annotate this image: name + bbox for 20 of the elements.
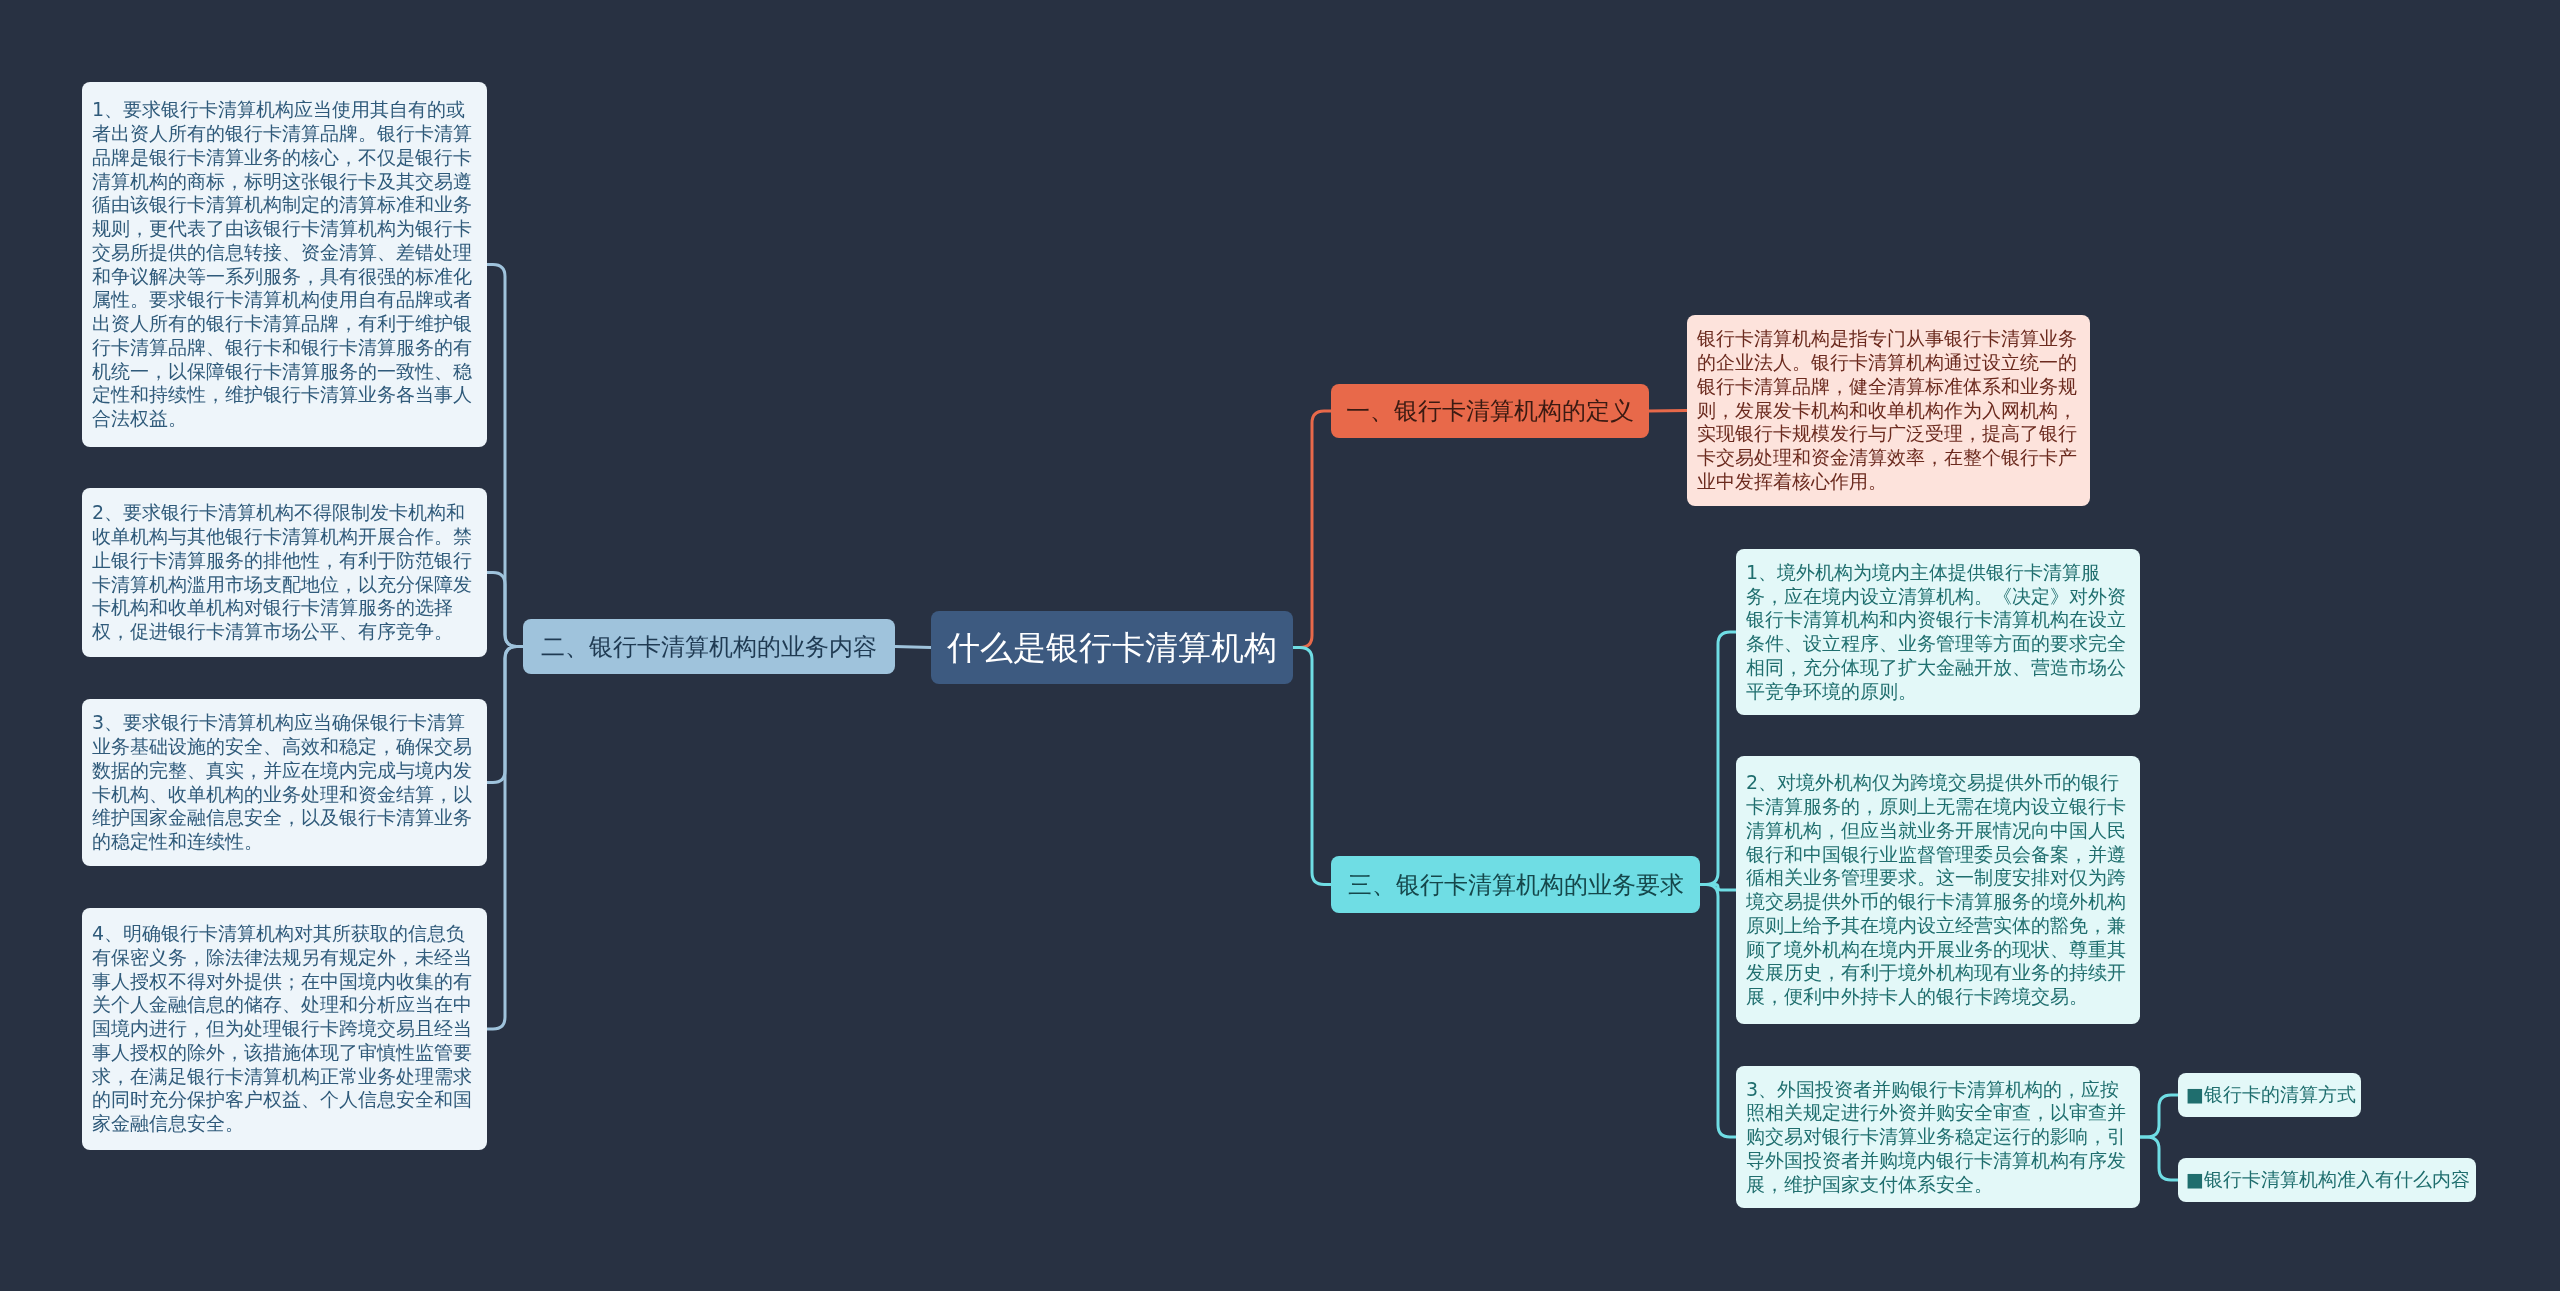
connector-line [894, 645, 932, 649]
detail-text-box: 1、要求银行卡清算机构应当使用其自有的或者出资人所有的银行卡清算品牌。银行卡清算品牌是银行卡清算业务的核心，不仅是银行卡清算机构的商标，标明这张银行卡及其交易遵循由该银行卡清算机构制定的清算标准和业务规则，更代表了由该银行卡清算机构为银行卡交易所提供的信息转接、资金清算、差错处理和争议解决等一系列服务，具有很强的标准化属性。要求银行卡清算机构使用自有品牌或者出资人所有的银行卡清算品牌，有利于维护银行卡清算品牌、银行卡和银行卡清算服务的有机统一，以保障银行卡清算服务的一致性、稳定性和持续性，维护银行卡清算业务各当事人合法权益。 [82, 82, 487, 447]
connector-line [1648, 409, 1688, 413]
detail-text-box: 2、对境外机构仅为跨境交易提供外币的银行卡清算服务的，原则上无需在境内设立银行卡清算机构，但应当就业务开展情况向中国人民银行和中国银行业监督管理委员会备案，并遵循相关业务管理要求。这一制度安排对仅为跨境交易提供外币的银行卡清算服务的境外机构原则上给予其在境内设立经营实体的豁免，兼顾了境外机构在境内开展业务的现状、尊重其发展历史，有利于境外机构现有业务的持续开展，便利中外持卡人的银行卡跨境交易。 [1736, 756, 2140, 1024]
detail-text-box: 3、要求银行卡清算机构应当确保银行卡清算业务基础设施的安全、高效和稳定，确保交易数据的完整、真实，并应在境内完成与境内发卡机构、收单机构的业务处理和资金结算，以维护国家金融信息安全，以及银行卡清算业务的稳定性和连续性。 [82, 699, 487, 866]
connector-line [2140, 1135, 2178, 1182]
central-topic-box: 什么是银行卡清算机构 [931, 611, 1293, 684]
branch-topic-box: 三、银行卡清算机构的业务要求 [1331, 856, 1700, 913]
detail-text-box: 银行卡清算机构是指专门从事银行卡清算业务的企业法人。银行卡清算机构通过设立统一的银行卡清算品牌，健全清算标准体系和业务规则，发展发卡机构和收单机构作为入网机构，实现银行卡规模发行与广泛受理，提高了银行卡交易处理和资金清算效率，在整个银行卡产业中发挥着核心作用。 [1687, 315, 2090, 506]
detail-text-box: 4、明确银行卡清算机构对其所获取的信息负有保密义务，除法律法规另有规定外，未经当事人授权不得对外提供；在中国境内收集的有关个人金融信息的储存、处理和分析应当在中国境内进行，但为处理银行卡跨境交易且经当事人授权的除外，该措施体现了审慎性监管要求，在满足银行卡清算机构正常业务处理需求的同时充分保护客户权益、个人信息安全和国家金融信息安全。 [82, 908, 487, 1150]
detail-text-box: 1、境外机构为境内主体提供银行卡清算服务，应在境内设立清算机构。《决定》对外资银行卡清算机构和内资银行卡清算机构在设立条件、设立程序、业务管理等方面的要求完全相同，充分体现了扩大金融开放、营造市场公平竞争环境的原则。 [1736, 549, 2140, 715]
connector-line [487, 645, 523, 1031]
connector-line [1700, 883, 1736, 1139]
connector-line [1293, 646, 1331, 886]
link-topic-box: ■银行卡的清算方式 [2178, 1073, 2361, 1117]
link-topic-box: ■银行卡清算机构准入有什么内容 [2178, 1158, 2476, 1202]
branch-topic-box: 二、银行卡清算机构的业务内容 [523, 619, 895, 674]
detail-text-box: 3、外国投资者并购银行卡清算机构的，应按照相关规定进行外资并购安全审查，以审查并购交易对银行卡清算业务稳定运行的影响，引导外国投资者并购境内银行卡清算机构有序发展，维护国家支付体系安全。 [1736, 1066, 2140, 1208]
detail-text-box: 2、要求银行卡清算机构不得限制发卡机构和收单机构与其他银行卡清算机构开展合作。禁止银行卡清算服务的排他性，有利于防范银行卡清算机构滥用市场支配地位，以充分保障发卡机构和收单机构对银行卡清算服务的选择权，促进银行卡清算市场公平、有序竞争。 [82, 488, 487, 657]
branch-topic-box: 一、银行卡清算机构的定义 [1331, 384, 1649, 438]
